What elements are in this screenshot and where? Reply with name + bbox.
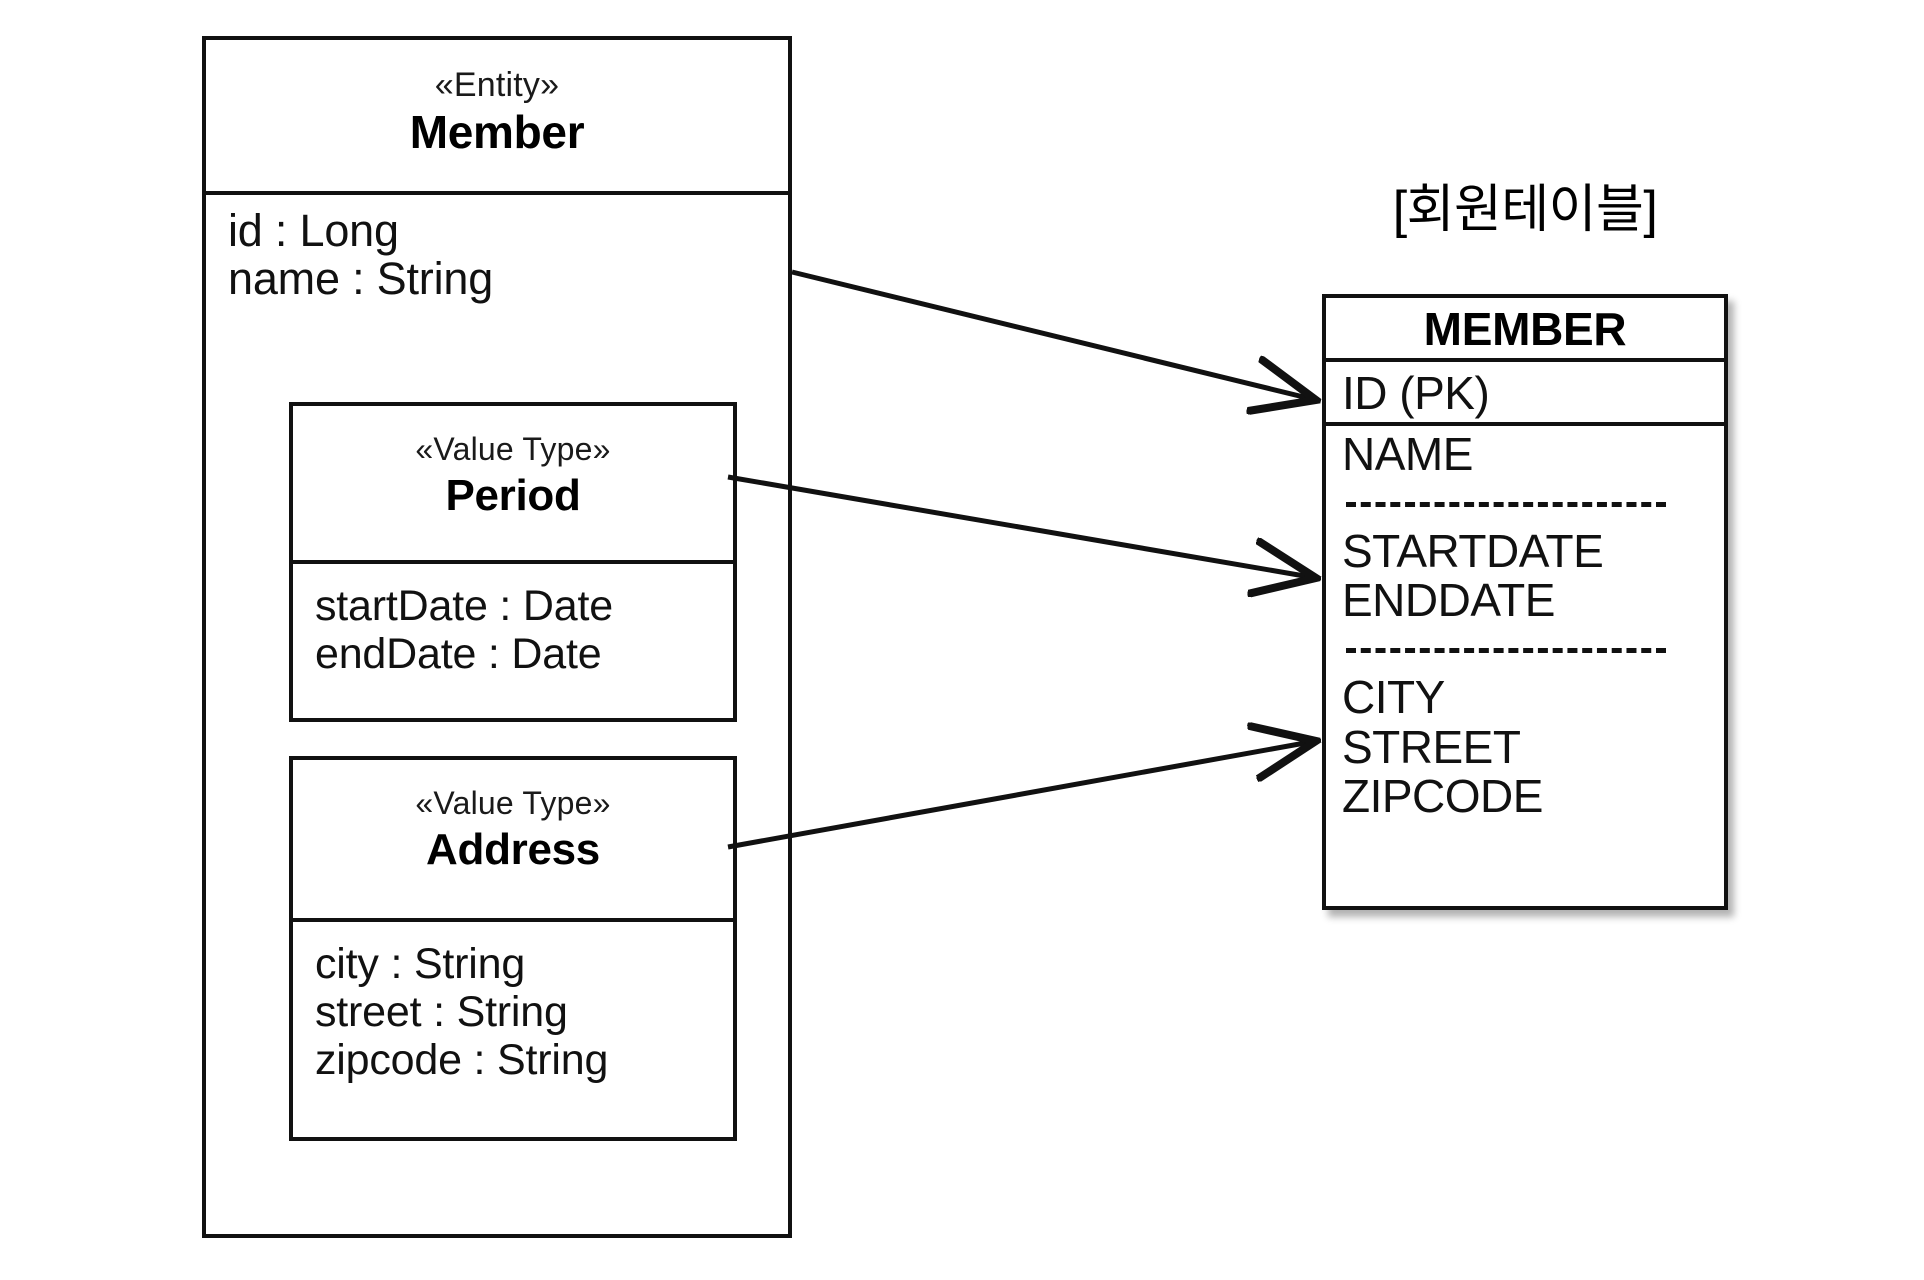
period-attribute-startdate: startDate : Date	[315, 582, 613, 630]
db-column-group-separator-1	[1346, 501, 1666, 507]
address-header: «Value Type» Address	[293, 760, 733, 922]
member-class-name: Member	[409, 106, 585, 159]
db-table-columns: NAME STARTDATE ENDDATE CITY STREET ZIPCO…	[1326, 426, 1724, 822]
address-attribute-city: city : String	[315, 940, 526, 988]
address-attribute-zipcode: zipcode : String	[315, 1036, 609, 1085]
db-column-group-separator-2	[1346, 648, 1666, 654]
db-column-zipcode: ZIPCODE	[1342, 770, 1543, 823]
period-attributes: startDate : Date endDate : Date	[293, 564, 733, 678]
db-table-member[interactable]: MEMBER ID (PK) NAME STARTDATE ENDDATE CI…	[1322, 294, 1728, 910]
uml-class-period[interactable]: «Value Type» Period startDate : Date end…	[289, 402, 737, 722]
arrow-period-to-dates	[727, 474, 1316, 578]
db-column-id-pk: ID (PK)	[1326, 362, 1724, 426]
period-class-name: Period	[445, 470, 581, 520]
db-column-startdate: STARTDATE	[1342, 524, 1604, 577]
address-attribute-street: street : String	[315, 988, 568, 1037]
member-attribute-id: id : Long	[228, 205, 399, 256]
db-column-city: CITY	[1342, 671, 1445, 724]
arrow-address-to-address-cols	[727, 741, 1316, 850]
member-attributes: id : Long name : String	[206, 195, 788, 303]
address-stereotype: «Value Type»	[415, 785, 611, 821]
db-column-name: NAME	[1342, 428, 1473, 480]
member-attribute-name: name : String	[228, 253, 494, 305]
nested-value-types: «Value Type» Period startDate : Date end…	[206, 40, 788, 1234]
db-column-street: STREET	[1342, 720, 1521, 773]
uml-class-address[interactable]: «Value Type» Address city : String stree…	[289, 756, 737, 1141]
uml-class-member[interactable]: «Entity» Member id : Long name : String …	[202, 36, 792, 1238]
address-attributes: city : String street : String zipcode : …	[293, 922, 733, 1084]
member-header: «Entity» Member	[206, 40, 788, 195]
member-stereotype: «Entity»	[434, 66, 560, 104]
period-attribute-enddate: endDate : Date	[315, 630, 602, 679]
arrow-member-to-id	[791, 269, 1316, 400]
table-caption: [회원테이블]	[1392, 181, 1658, 239]
period-header: «Value Type» Period	[293, 406, 733, 564]
db-column-enddate: ENDDATE	[1342, 574, 1555, 627]
period-stereotype: «Value Type»	[415, 431, 611, 467]
db-table-title: MEMBER	[1326, 298, 1724, 362]
address-class-name: Address	[426, 824, 600, 874]
